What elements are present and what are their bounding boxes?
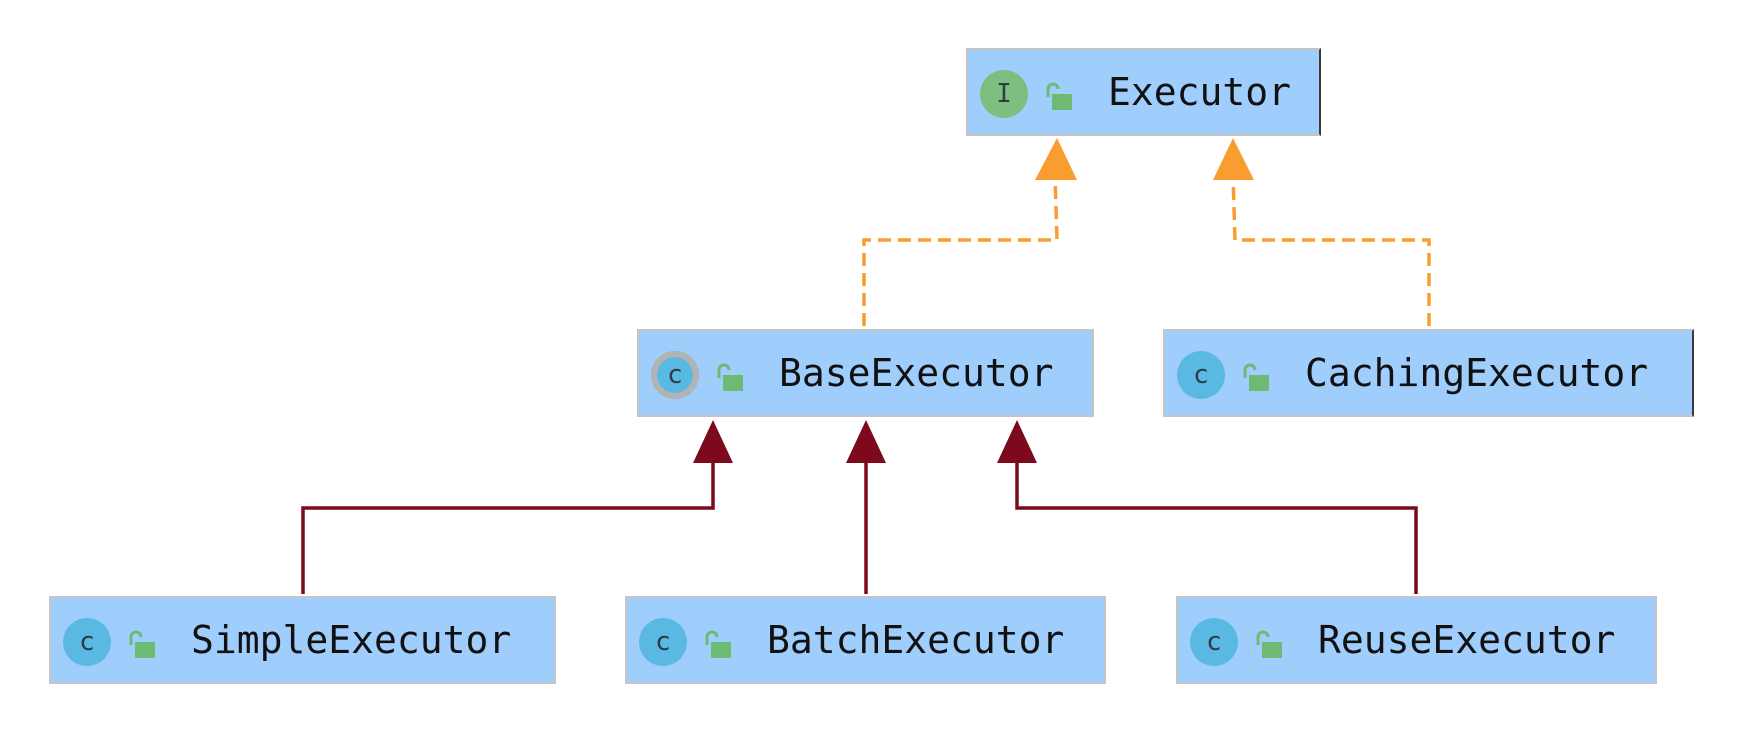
- implements-arrowhead: [1035, 138, 1077, 180]
- interface-icon: I: [980, 70, 1028, 118]
- public-lock-icon: [1046, 82, 1072, 110]
- node-reuse-executor[interactable]: c ReuseExecutor: [1176, 596, 1657, 684]
- edge-caching-implements-executor: [1213, 138, 1431, 326]
- class-icon: c: [1177, 351, 1225, 399]
- public-lock-icon: [1243, 363, 1269, 391]
- public-lock-icon: [1256, 630, 1282, 658]
- node-batch-executor[interactable]: c BatchExecutor: [625, 596, 1106, 684]
- class-icon: c: [63, 618, 111, 666]
- node-caching-executor[interactable]: c CachingExecutor: [1163, 329, 1694, 417]
- node-label: SimpleExecutor: [191, 618, 512, 662]
- edge-base-implements-executor: [862, 138, 1077, 326]
- class-icon: c: [639, 618, 687, 666]
- edge-reuse-extends-base: [997, 420, 1418, 594]
- node-label: BaseExecutor: [779, 351, 1054, 395]
- public-lock-icon: [717, 363, 743, 391]
- implements-arrowhead: [1213, 138, 1254, 180]
- extends-arrowhead: [693, 420, 733, 463]
- class-icon: c: [1190, 618, 1238, 666]
- node-base-executor[interactable]: c BaseExecutor: [637, 329, 1094, 417]
- node-label: ReuseExecutor: [1318, 618, 1616, 662]
- abstract-class-icon: c: [651, 351, 699, 399]
- node-label: BatchExecutor: [767, 618, 1065, 662]
- node-label: Executor: [1108, 70, 1292, 114]
- public-lock-icon: [705, 630, 731, 658]
- node-executor[interactable]: I Executor: [966, 48, 1321, 136]
- extends-arrowhead: [846, 420, 886, 463]
- public-lock-icon: [129, 630, 155, 658]
- edge-batch-extends-base: [846, 420, 886, 594]
- node-simple-executor[interactable]: c SimpleExecutor: [49, 596, 556, 684]
- edge-simple-extends-base: [301, 420, 733, 594]
- node-label: CachingExecutor: [1305, 351, 1649, 395]
- extends-arrowhead: [997, 420, 1037, 463]
